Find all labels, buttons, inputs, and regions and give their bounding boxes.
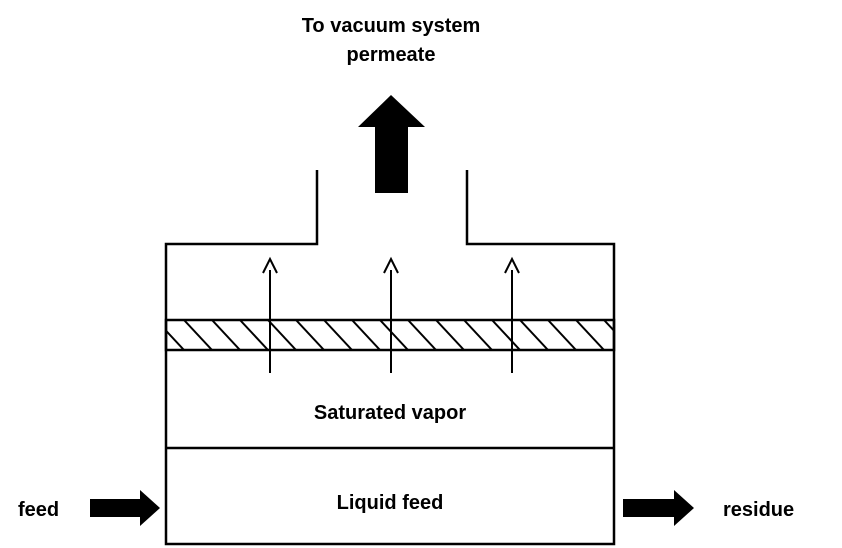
hatch-line [166, 329, 185, 350]
hatch-line [295, 320, 325, 350]
liquid-feed-label: Liquid feed [336, 492, 444, 514]
flow-arrow-up-center [383, 256, 399, 373]
permeate-flow-arrows [262, 256, 520, 373]
vacuum-outlet-arrow-icon [358, 95, 425, 193]
hatch-line [603, 320, 614, 333]
hatch-line [323, 320, 353, 350]
hatch-line [632, 320, 660, 350]
membrane [164, 318, 660, 352]
hatch-line [519, 320, 549, 350]
hatch-line [183, 320, 213, 350]
hatch-line [351, 320, 381, 350]
hatch-line [435, 320, 465, 350]
hatch-line [379, 320, 409, 350]
vacuum-system-label: To vacuum system permeate [241, 12, 541, 70]
hatch-line [267, 320, 297, 350]
hatch-line [463, 320, 493, 350]
residue-label: residue [723, 499, 795, 521]
hatch-line [547, 320, 577, 350]
vacuum-system-label-line1: To vacuum system [301, 15, 481, 37]
hatch-line [239, 320, 269, 350]
flow-arrow-up-right [504, 256, 520, 373]
membrane-hatching [166, 320, 660, 350]
saturated-vapor-label: Saturated vapor [313, 402, 467, 424]
hatch-line [407, 320, 437, 350]
residue-outlet-arrow-icon [623, 490, 694, 526]
hatch-line [491, 320, 521, 350]
hatch-line [211, 320, 241, 350]
flow-arrow-up-left [262, 256, 278, 373]
hatch-line [575, 320, 605, 350]
feed-inlet-arrow-icon [90, 490, 160, 526]
permeate-label: permeate [346, 44, 436, 66]
vessel-outline [164, 170, 616, 546]
feed-label: feed [18, 499, 60, 521]
